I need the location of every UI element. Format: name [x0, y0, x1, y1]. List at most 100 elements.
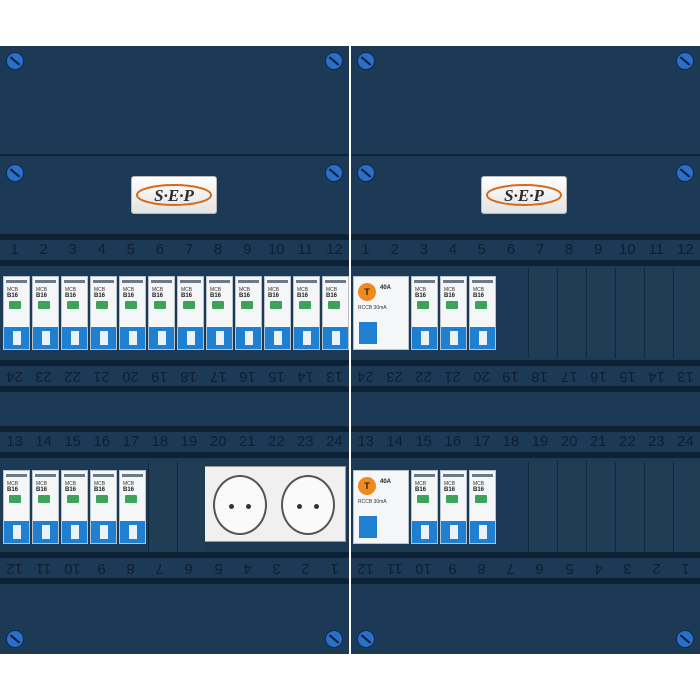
breaker-model: MCB	[7, 287, 19, 293]
screw-icon	[676, 164, 694, 182]
circuit-number: 17	[473, 433, 491, 450]
breaker-rating: B16	[444, 487, 456, 493]
screw-icon	[325, 52, 343, 70]
breaker-rating: B16	[36, 293, 48, 299]
toggle-lever-icon	[96, 301, 108, 309]
circuit-number: 14	[647, 368, 665, 385]
blank-cover-slot	[673, 268, 700, 358]
circuit-number: 20	[560, 433, 578, 450]
breaker-model: MCB	[65, 287, 77, 293]
breaker-model: MCB	[94, 481, 106, 487]
toggle-lever-icon	[154, 301, 166, 309]
breaker-rating: B16	[444, 293, 456, 299]
circuit-number: 19	[502, 368, 520, 385]
breaker-model: MCB	[181, 287, 193, 293]
circuit-number: 14	[35, 433, 52, 450]
circuit-number: 9	[448, 560, 457, 577]
circuit-number: 5	[213, 560, 223, 577]
circuit-number: 16	[444, 433, 462, 450]
screw-icon	[6, 164, 24, 182]
circuit-number: 3	[68, 241, 77, 258]
circuit-number: 11	[648, 241, 665, 258]
circuit-number: 10	[415, 560, 433, 577]
sep-logo-mark: S·E·P	[486, 184, 562, 206]
circuit-number: 7	[506, 560, 516, 577]
test-button[interactable]: T	[358, 283, 376, 301]
breaker-model: MCB	[415, 481, 427, 487]
breaker-model: MCB	[444, 481, 456, 487]
toggle-lever-icon	[270, 301, 282, 309]
breaker-model: MCB	[123, 481, 135, 487]
circuit-number: 17	[122, 433, 140, 450]
toggle-lever-icon	[475, 301, 487, 309]
rcd-sensitivity: RCCB 30mA	[358, 499, 387, 505]
circuit-number: 14	[296, 368, 314, 385]
circuit-number: 10	[618, 241, 636, 258]
breaker-model: MCB	[326, 287, 338, 293]
circuit-number: 21	[238, 433, 256, 450]
circuit-number: 11	[35, 560, 52, 577]
test-button[interactable]: T	[358, 477, 376, 495]
circuit-number: 2	[39, 241, 48, 258]
circuit-number: 18	[180, 368, 198, 385]
screw-icon	[357, 164, 375, 182]
breaker-rating: B16	[268, 293, 280, 299]
circuit-number: 12	[326, 241, 343, 258]
toggle-lever-icon	[38, 495, 50, 503]
circuit-number: 18	[151, 433, 169, 450]
circuit-number: 7	[184, 241, 194, 258]
blank-cover-slot	[586, 462, 614, 552]
rcd-rating: 40A	[380, 479, 392, 485]
circuit-number: 6	[184, 560, 194, 577]
circuit-number: 22	[415, 368, 433, 385]
circuit-number: 8	[564, 241, 574, 258]
circuit-number: 9	[593, 241, 603, 258]
circuit-number: 15	[64, 433, 82, 450]
screw-icon	[357, 52, 375, 70]
breaker-model: MCB	[36, 481, 48, 487]
breaker-rating: B16	[239, 293, 251, 299]
svg-text:S·E·P: S·E·P	[504, 186, 544, 205]
brand-logo: S·E·P	[131, 176, 217, 214]
toggle-lever-icon	[417, 495, 429, 503]
toggle-lever-icon	[125, 301, 137, 309]
residual-current-device[interactable]: T 40A RCCB 30mA	[353, 470, 409, 544]
circuit-number: 14	[386, 433, 403, 450]
breaker-rating: B16	[65, 293, 77, 299]
toggle-lever-icon	[9, 301, 21, 309]
circuit-number: 18	[502, 433, 520, 450]
circuit-number: 10	[267, 241, 285, 258]
breaker-model: MCB	[444, 287, 456, 293]
circuit-number: 16	[589, 368, 607, 385]
screw-icon	[6, 630, 24, 648]
circuit-number: 23	[35, 368, 52, 385]
rcd-sensitivity: RCCB 30mA	[358, 305, 387, 311]
